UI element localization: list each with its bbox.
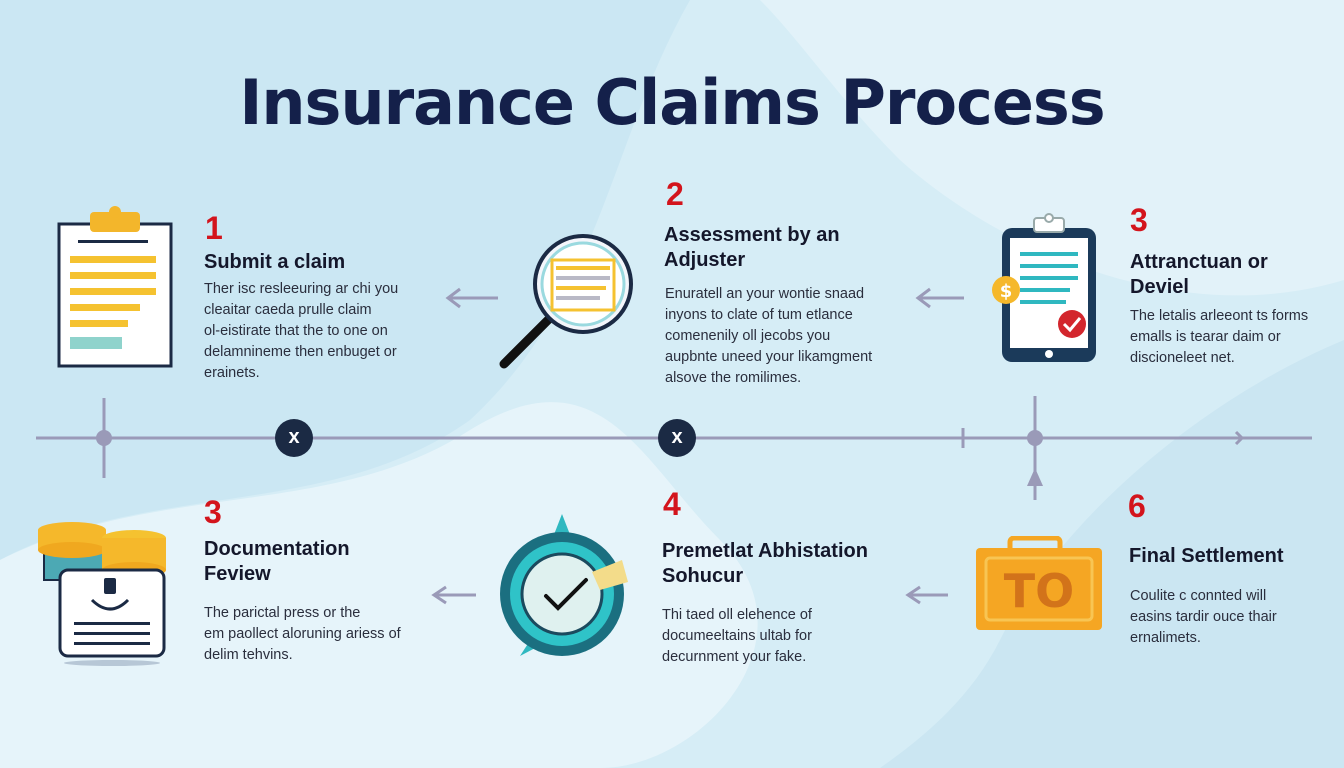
step-number: 3 — [1130, 202, 1148, 238]
tablet-checklist-icon: $ — [992, 213, 1096, 362]
step-number: 2 — [666, 176, 684, 212]
timeline-marker-2[interactable]: x — [658, 419, 696, 457]
ticket-label: TO — [1003, 564, 1075, 618]
step-number: 4 — [663, 486, 681, 522]
step-number: 6 — [1128, 488, 1146, 524]
coins-document-icon — [38, 522, 166, 666]
close-icon: x — [671, 426, 683, 448]
step-heading: Assessment by an Adjuster — [664, 224, 840, 271]
step-description: Enuratell an your wontie snaad inyons to… — [665, 286, 873, 386]
step-description: Ther isc resleeuring ar chi you cleaitar… — [204, 281, 399, 381]
magnifier-icon — [499, 234, 633, 369]
svg-text:$: $ — [1000, 281, 1013, 302]
step-description: The letalis arleeont ts forms emalls is … — [1130, 308, 1309, 366]
step-heading: Premetlat Abhistation Sohucur — [662, 540, 868, 587]
step-heading: Documentation Feview — [204, 538, 350, 585]
timeline-marker-1[interactable]: x — [275, 419, 313, 457]
payment-ticket-icon — [976, 536, 1102, 630]
step-heading: Final Settlement — [1129, 545, 1284, 567]
step-heading: Attranctuan or Deviel — [1130, 251, 1268, 298]
clipboard-icon — [57, 206, 173, 368]
step-number: 3 — [204, 494, 222, 530]
page-title: Insurance Claims Process — [239, 66, 1105, 139]
close-icon: x — [288, 426, 300, 448]
step-description: Coulite c connted will easins tardir ouc… — [1130, 588, 1277, 646]
step-description: The parictal press or the em paollect al… — [204, 605, 401, 663]
step-description: Thi taed oll elehence of documeeltains u… — [662, 607, 812, 665]
step-heading: Submit a claim — [204, 251, 346, 273]
check-dial-icon — [500, 514, 628, 656]
step-number: 1 — [205, 210, 223, 246]
